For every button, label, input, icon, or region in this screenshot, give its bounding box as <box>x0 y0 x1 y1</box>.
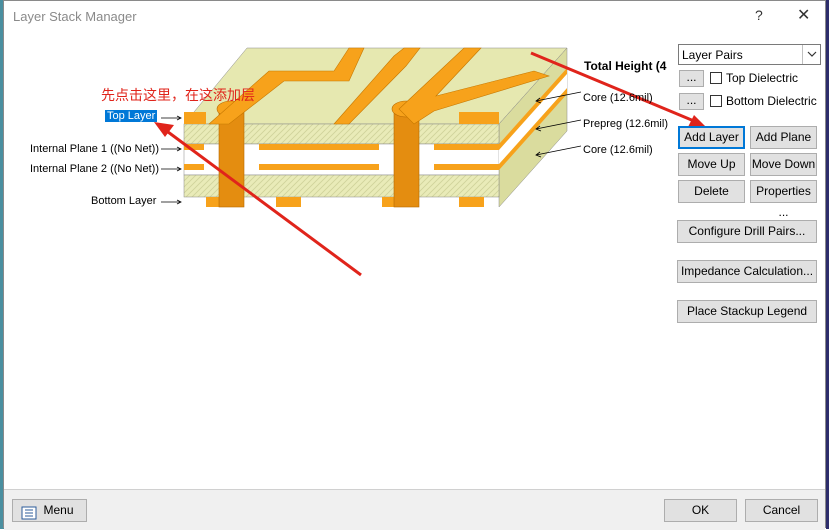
plane-strip <box>434 164 499 170</box>
stack-label-prepreg[interactable]: Prepreg (12.6mil) <box>583 118 668 130</box>
plane-strip <box>434 144 499 150</box>
stack-diagram <box>154 47 706 277</box>
top-dielectric-dots-button[interactable]: ... <box>679 70 704 87</box>
plane-strip <box>184 144 204 150</box>
delete-button[interactable]: Delete <box>678 180 745 203</box>
bottom-pad <box>276 197 301 207</box>
place-stackup-legend-button[interactable]: Place Stackup Legend <box>677 300 817 323</box>
menu-icon <box>21 506 37 520</box>
bottom-dielectric-checkbox[interactable] <box>710 95 722 107</box>
layer-pairs-value: Layer Pairs <box>682 48 743 62</box>
layer-stack-manager-window: Layer Stack Manager ? ✕ <box>3 0 826 530</box>
menu-button-label: Menu <box>43 503 74 517</box>
add-plane-button[interactable]: Add Plane <box>750 126 817 149</box>
side-plane-strip <box>499 68 567 150</box>
top-trace <box>333 47 421 125</box>
help-button[interactable]: ? <box>755 7 763 23</box>
footer-bar: Menu OK Cancel <box>4 489 825 530</box>
move-up-button[interactable]: Move Up <box>678 153 745 176</box>
top-dielectric-checkbox[interactable] <box>710 72 722 84</box>
right-leaders <box>535 91 582 158</box>
top-dielectric-label: Top Dielectric <box>726 71 799 85</box>
chevron-down-icon[interactable] <box>802 45 820 64</box>
impedance-calculation-button[interactable]: Impedance Calculation... <box>677 260 817 283</box>
top-pad <box>459 112 499 124</box>
bottom-dielectric-label: Bottom Dielectric <box>726 94 817 108</box>
move-down-button[interactable]: Move Down <box>750 153 817 176</box>
front-core-2 <box>183 174 500 198</box>
bottom-dielectric-dots-button[interactable]: ... <box>679 93 704 110</box>
stack-label-top-layer[interactable]: Top Layer <box>105 110 158 122</box>
side-prepreg <box>499 74 567 164</box>
close-button[interactable]: ✕ <box>797 7 811 24</box>
total-height-label: Total Height (4 <box>584 59 667 73</box>
cancel-button[interactable]: Cancel <box>745 499 818 522</box>
top-trace <box>398 47 550 125</box>
ok-button[interactable]: OK <box>664 499 737 522</box>
stack-label-internal-plane-2[interactable]: Internal Plane 2 ((No Net)) <box>30 163 159 175</box>
bottom-pad <box>459 197 484 207</box>
configure-drill-pairs-button[interactable]: Configure Drill Pairs... <box>677 220 817 243</box>
left-leaders <box>161 115 182 205</box>
annotation-text: 先点击这里，在这添加层 <box>101 87 255 103</box>
top-trace <box>208 47 365 125</box>
plane-strip <box>184 164 204 170</box>
via-barrel <box>393 108 420 208</box>
layer-pairs-select[interactable]: Layer Pairs <box>678 44 821 65</box>
stack-label-bottom-layer[interactable]: Bottom Layer <box>91 195 157 207</box>
menu-button[interactable]: Menu <box>12 499 87 522</box>
plane-strip <box>259 144 379 150</box>
via-barrel <box>218 108 245 208</box>
properties-button[interactable]: Properties ... <box>750 180 817 219</box>
stack-label-core-2[interactable]: Core (12.6mil) <box>583 144 653 156</box>
side-plane-strip <box>499 88 567 170</box>
top-pad <box>184 112 206 124</box>
plane-strip <box>259 164 379 170</box>
title-bar: Layer Stack Manager ? ✕ <box>4 1 825 33</box>
stack-label-internal-plane-1[interactable]: Internal Plane 1 ((No Net)) <box>30 143 159 155</box>
window-title: Layer Stack Manager <box>13 9 137 24</box>
annotation-arrows <box>154 51 706 277</box>
stack-label-core-1[interactable]: Core (12.6mil) <box>583 92 653 104</box>
background-strip-left <box>0 0 4 529</box>
background-strip-right <box>826 0 829 529</box>
add-layer-button[interactable]: Add Layer <box>678 126 745 149</box>
